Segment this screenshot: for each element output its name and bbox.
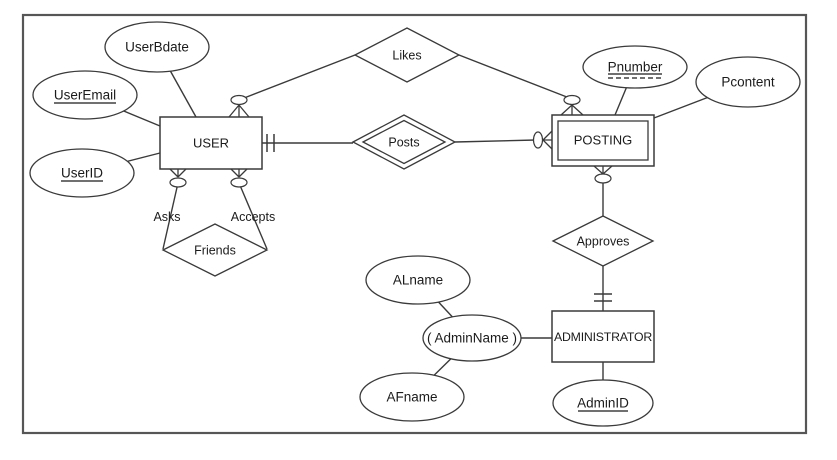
line-posts-posting [454,139,537,143]
relationship-likes-diamond [353,27,461,83]
ring-user-bottom-left [169,177,187,188]
labels: USER POSTING ADMINISTRATOR Likes Posts F… [54,40,775,411]
relationship-friends-diamond [161,223,269,277]
cardinality-ticks-approves-administrator [594,293,612,302]
attribute-adminid-label: AdminID [577,396,629,411]
relationship-shapes [161,27,655,277]
cardinality-marks [169,94,613,188]
attribute-useremail-label: UserEmail [54,88,116,103]
attribute-userbdate-ellipse [104,21,210,73]
ring-user-top [230,94,248,106]
attribute-alname-label: ALname [393,273,443,288]
relationship-posts-diamond-inner [361,119,447,165]
attribute-adminname-label: ( AdminName ) [427,331,517,346]
role-accepts-label: Accepts [231,210,275,224]
relationship-friends-label: Friends [194,244,236,258]
line-likes-user [238,54,356,101]
crowfoot-posting-top [560,104,584,116]
attribute-alname-ellipse [365,255,471,305]
diagram-frame [21,13,808,435]
attribute-afname-label: AFname [386,390,437,405]
entity-shapes [159,114,655,363]
crowfoot-posting-left [542,130,553,150]
attribute-adminid-ellipse [552,379,654,427]
relationship-likes-label: Likes [392,49,421,63]
entity-posting-label: POSTING [574,133,633,148]
key-underlines [54,73,662,412]
ring-user-bottom-right [230,177,248,188]
entity-administrator-label: ADMINISTRATOR [554,330,652,344]
attribute-userid-label: UserID [61,166,103,181]
ring-posting-top [563,94,581,106]
crowfoot-posting-bottom [593,165,613,175]
attribute-shapes [29,21,801,427]
relationship-posts-label: Posts [388,136,419,150]
attribute-afname-ellipse [359,372,465,422]
entity-user-label: USER [193,136,229,151]
crowfoot-user-bottom-right [230,168,248,178]
entity-administrator-rect [551,310,655,363]
cardinality-ticks-user-posts [266,134,275,152]
role-asks-label: Asks [153,210,180,224]
crowfoot-user-top [228,104,250,118]
relationship-approves-label: Approves [577,235,630,249]
attribute-userid-ellipse [29,148,135,198]
entity-user-rect [159,116,263,170]
ring-posting-left [532,131,544,149]
attribute-adminname-ellipse [422,314,522,362]
attribute-userbdate-label: UserBdate [125,40,189,55]
attribute-pnumber-label: Pnumber [608,60,663,75]
relationship-approves-diamond [551,215,655,267]
crowfoot-user-bottom-left [169,168,187,178]
line-user-friends-accepts [238,182,268,250]
attribute-useremail-ellipse [32,70,138,120]
line-likes-posting [458,54,573,100]
entity-posting-rect-inner [557,120,649,161]
attribute-pcontent-label: Pcontent [721,75,775,90]
ring-posting-bottom [594,173,612,184]
attribute-pcontent-ellipse [695,56,801,108]
line-user-friends-asks [162,182,179,250]
